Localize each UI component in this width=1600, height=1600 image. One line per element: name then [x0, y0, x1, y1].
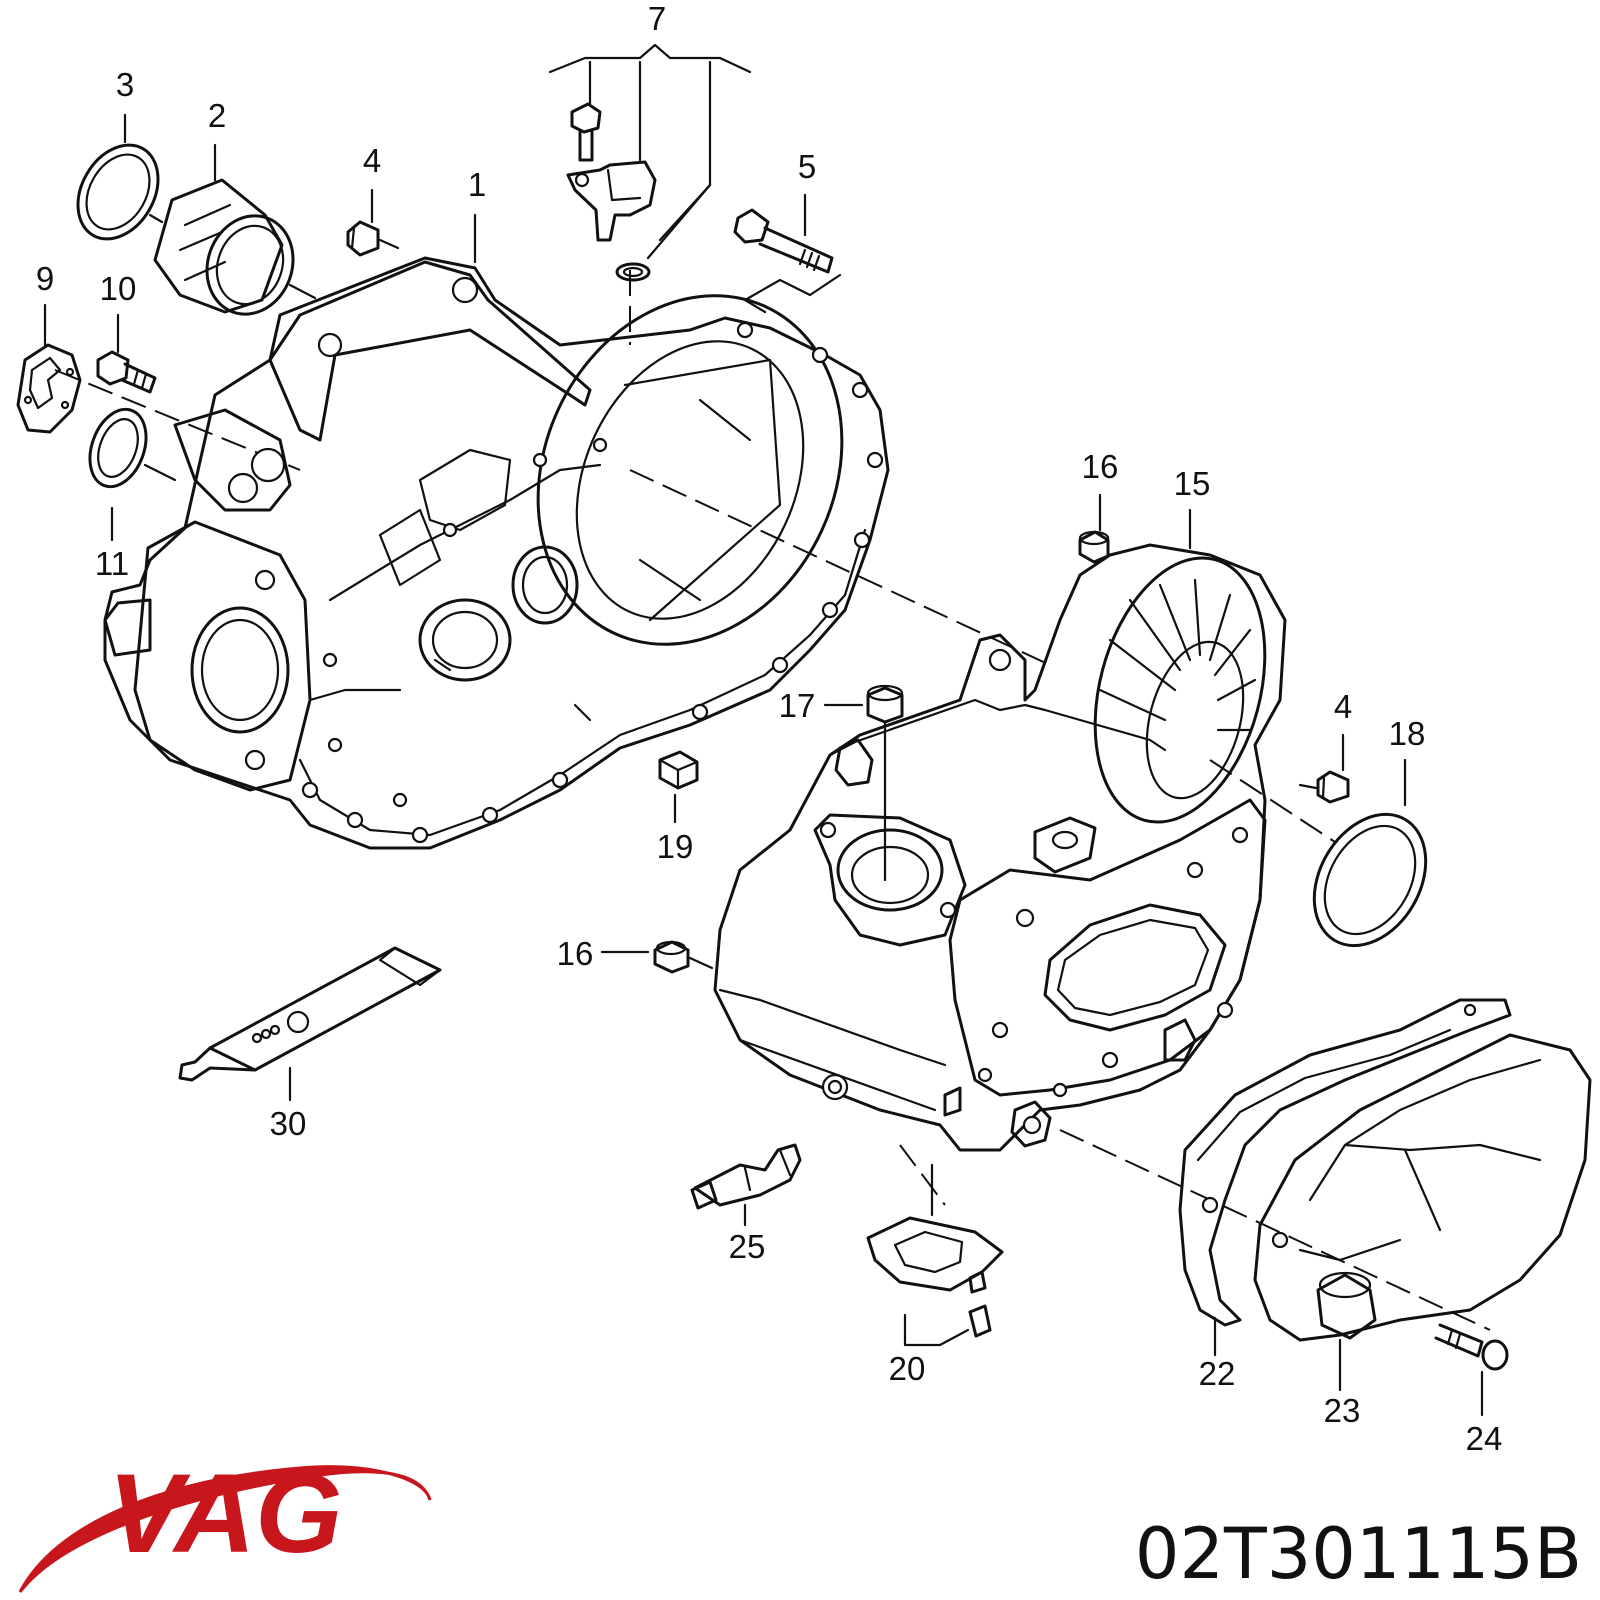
callout-3: 3: [116, 66, 134, 103]
callout-11: 11: [95, 545, 129, 582]
sleeve-part-2: [153, 178, 317, 316]
switch-part-25: [690, 1143, 802, 1210]
pin-part-16-top: [1078, 530, 1110, 564]
sleeve-part-17: [866, 684, 904, 724]
callout-2: 2: [208, 97, 226, 134]
callout-4-top: 4: [363, 142, 381, 179]
callout-labels: 7 3 2 4 1 5 9 10 11 16 15 17 4 18 19 16 …: [36, 0, 1503, 1457]
dowel-part-4-top: [346, 220, 400, 257]
callout-5: 5: [798, 148, 816, 185]
end-cover-part-23: [1253, 1033, 1592, 1342]
seal-part-11: [88, 407, 177, 489]
callout-16-lower: 16: [557, 935, 594, 972]
callout-1: 1: [468, 166, 486, 203]
callout-4-right: 4: [1334, 688, 1352, 725]
callout-24: 24: [1466, 1420, 1503, 1457]
cover-plate-part-9: [16, 343, 82, 434]
gearbox-housing-left: [103, 256, 890, 850]
sensor-part-7: [566, 102, 657, 282]
part-number: 02T301115B: [1135, 1513, 1582, 1595]
bolt-part-5: [733, 208, 842, 314]
callout-15: 15: [1174, 465, 1211, 502]
callout-9: 9: [36, 260, 54, 297]
callout-22: 22: [1199, 1355, 1236, 1392]
seal-part-18: [1312, 812, 1428, 948]
pin-part-16-lower: [653, 940, 714, 974]
callout-16-top: 16: [1082, 448, 1119, 485]
brand-logo: VAG: [18, 1451, 432, 1593]
callout-19: 19: [657, 828, 694, 865]
brand-name: VAG: [108, 1451, 342, 1576]
bolt-part-24: [1434, 1323, 1509, 1371]
sealant-tube-part-30: [178, 946, 442, 1082]
gearbox-housing-right: [713, 543, 1287, 1152]
callout-30: 30: [270, 1105, 307, 1142]
plug-bolt-part-10: [96, 350, 157, 394]
callout-7: 7: [648, 0, 666, 37]
gasket-part-22: [1178, 998, 1512, 1327]
block-part-19: [658, 750, 699, 790]
callout-23: 23: [1324, 1392, 1361, 1429]
assembly-axis-lines: [54, 270, 1491, 1331]
dowel-part-4-right: [1298, 770, 1350, 804]
callout-18: 18: [1389, 715, 1426, 752]
callout-20: 20: [889, 1350, 926, 1387]
callout-10: 10: [100, 270, 137, 307]
logo-swoosh-icon: [18, 1465, 432, 1593]
callout-25: 25: [729, 1228, 766, 1265]
cover-part-20: [866, 1216, 1004, 1338]
seal-part-3: [76, 143, 164, 241]
callout-17: 17: [779, 687, 816, 724]
leader-lines: [43, 43, 1484, 1417]
